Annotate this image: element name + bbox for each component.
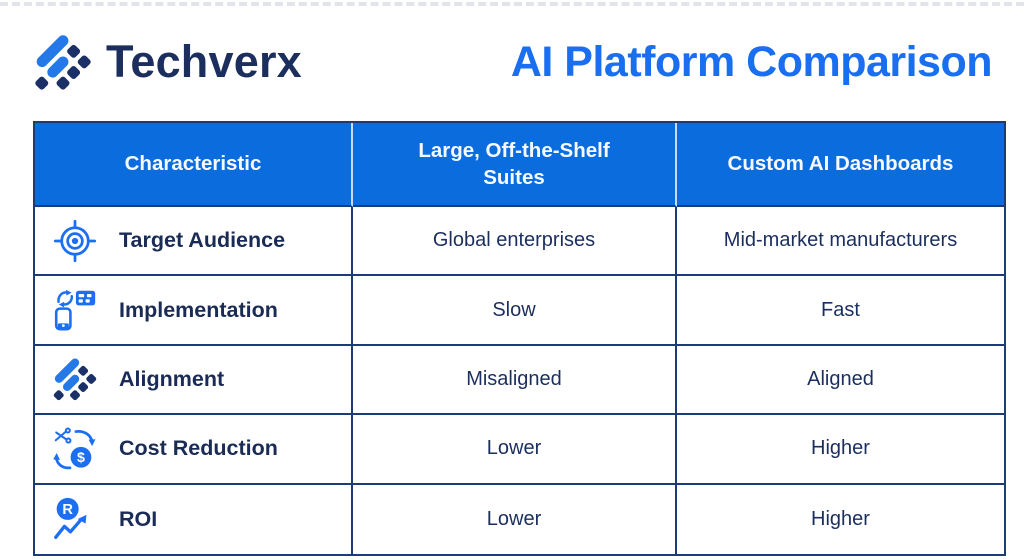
table-cell: Fast (677, 276, 1004, 346)
target-icon (51, 217, 98, 264)
characteristic-label: Target Audience (119, 228, 286, 253)
device-sync-icon (51, 287, 98, 334)
col-header-off-the-shelf: Large, Off-the-Shelf Suites (353, 123, 677, 207)
table-cell: Slow (353, 276, 677, 346)
col-header-characteristic: Characteristic (35, 123, 353, 207)
cost-reduction-icon: $ (51, 425, 98, 472)
torn-edge-decoration (0, 2, 1024, 6)
roi-icon: R (51, 496, 98, 543)
cell-value: Higher (811, 507, 870, 530)
characteristic-label: ROI (119, 506, 158, 531)
comparison-table: Characteristic Large, Off-the-Shelf Suit… (33, 121, 1006, 556)
characteristic-label: Cost Reduction (119, 436, 278, 461)
cell-value: Slow (492, 298, 536, 321)
table-row-label: Target Audience (35, 207, 353, 277)
table-cell: Aligned (677, 346, 1004, 416)
characteristic-label: Implementation (119, 297, 278, 322)
cell-value: Lower (486, 507, 542, 530)
cell-value: Mid-market manufacturers (723, 229, 958, 252)
page-header: Techverx AI Platform Comparison (33, 16, 993, 108)
table-cell: Higher (677, 415, 1004, 485)
table-cell: Global enterprises (353, 207, 677, 277)
table-cell: Lower (353, 484, 677, 554)
cell-value: Global enterprises (432, 229, 596, 252)
table-row-label: $ Cost Reduction (35, 415, 353, 485)
cell-value: Aligned (807, 367, 874, 390)
techverx-logo-icon (35, 35, 91, 90)
svg-text:$: $ (77, 450, 85, 466)
characteristic-label: Alignment (119, 366, 225, 391)
cell-value: Misaligned (466, 367, 562, 390)
cell-value: Higher (811, 437, 870, 460)
cell-value: Fast (821, 298, 860, 321)
table-row-label: Implementation (35, 276, 353, 346)
table-row-label: Alignment (35, 345, 353, 416)
col-header-custom-ai: Custom AI Dashboards (677, 123, 1004, 207)
page-title: AI Platform Comparison (510, 37, 993, 86)
table-cell: Higher (677, 485, 1004, 554)
table-cell: Mid-market manufacturers (677, 207, 1004, 277)
cell-value: Lower (486, 437, 542, 460)
brand-name: Techverx (106, 36, 302, 87)
table-row-label: R ROI (35, 484, 353, 554)
alignment-diamond-icon (51, 356, 98, 403)
svg-text:R: R (62, 503, 73, 519)
brand-logo: Techverx (33, 32, 302, 92)
table-cell: Misaligned (353, 345, 677, 416)
table-cell: Lower (353, 415, 677, 485)
